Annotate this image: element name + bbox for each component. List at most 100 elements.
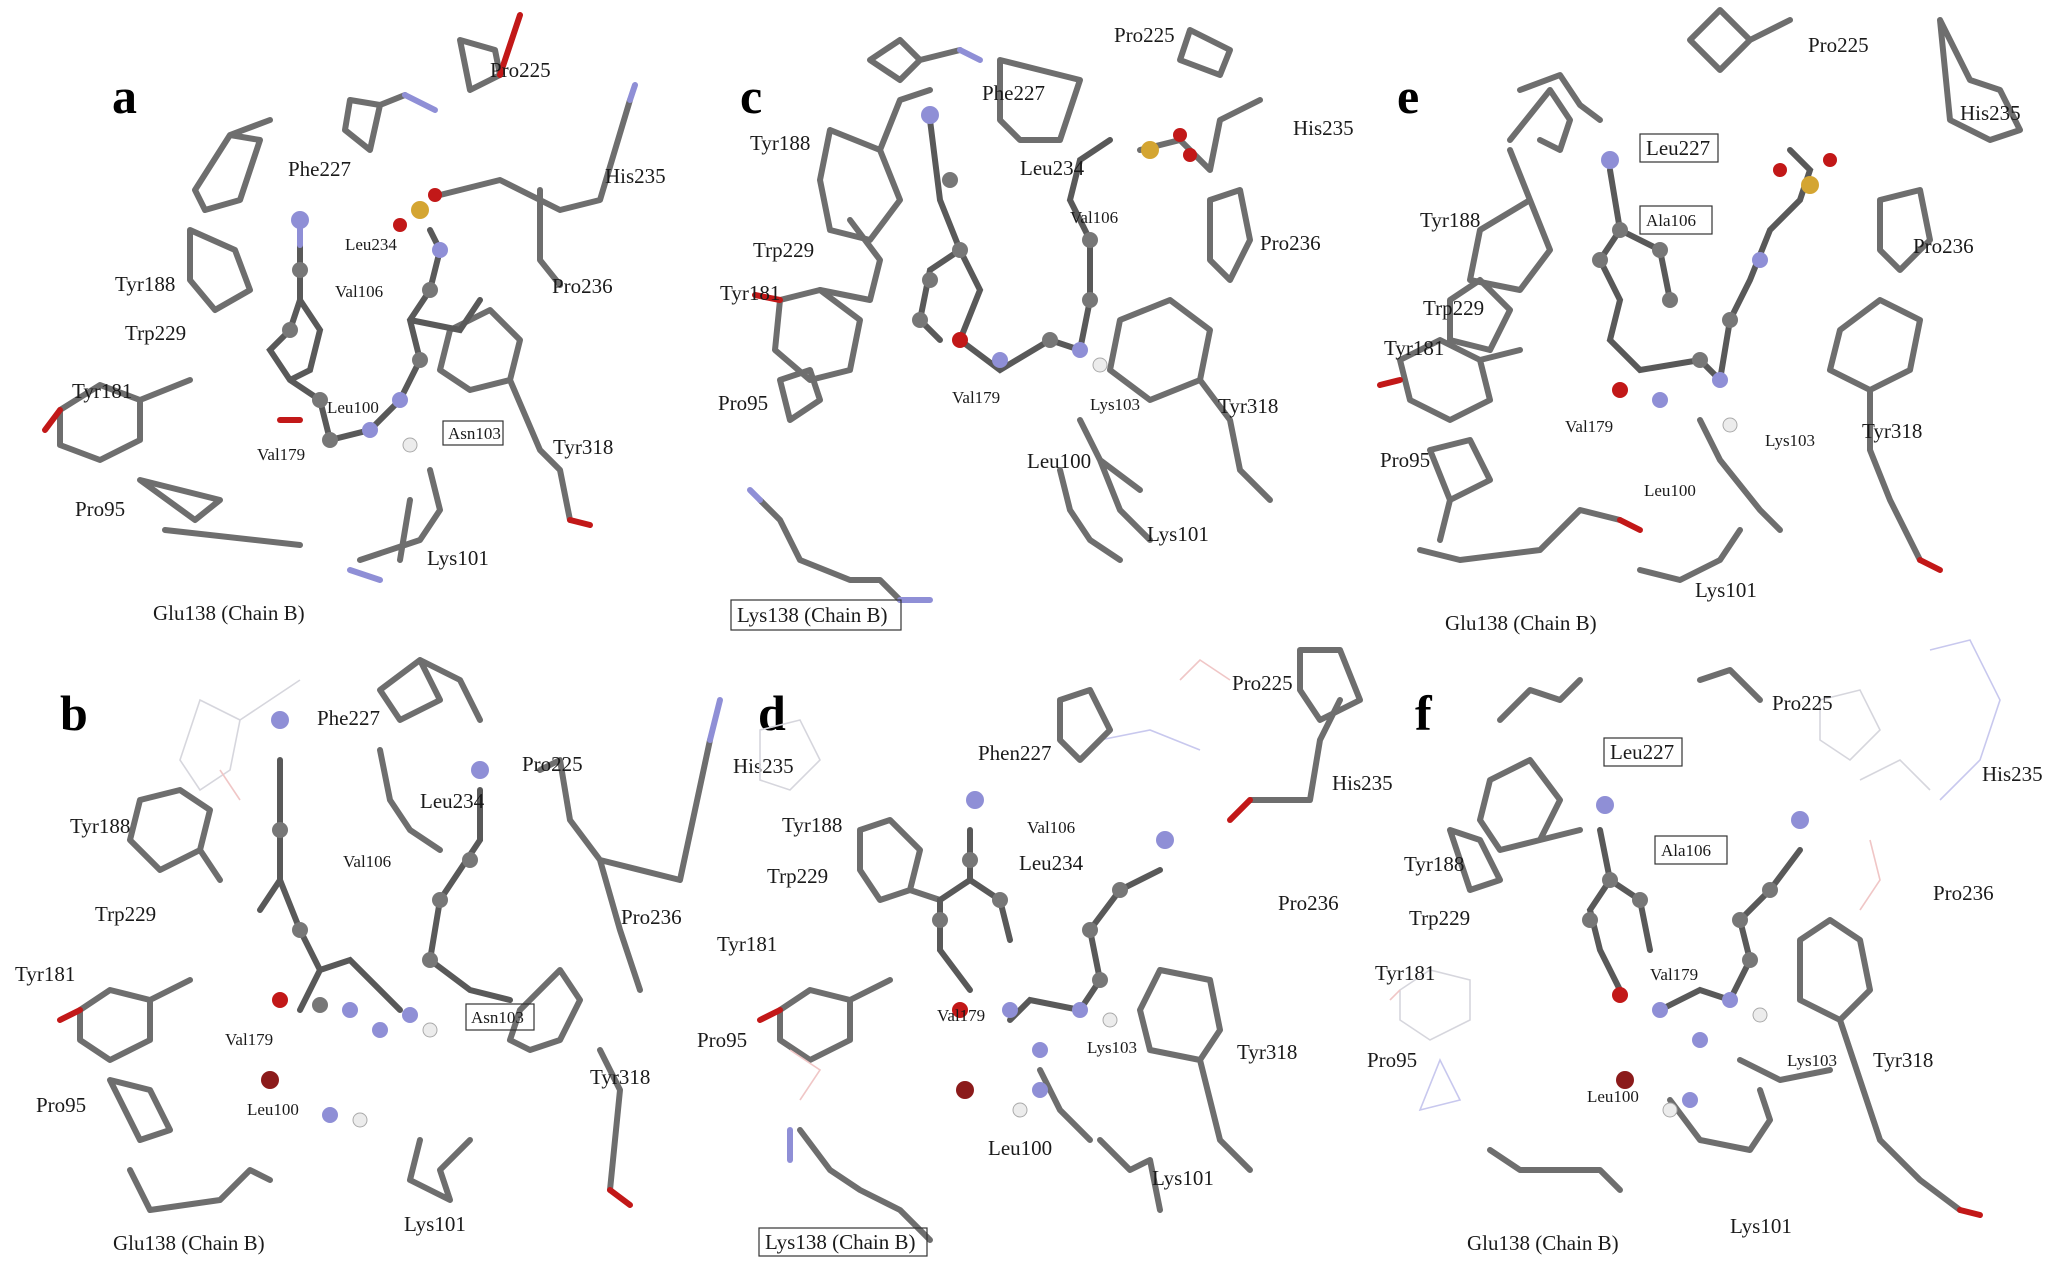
residue-label: Tyr188 — [70, 814, 130, 838]
residue-label: Tyr318 — [1237, 1040, 1297, 1064]
residue-label: Tyr318 — [1873, 1048, 1933, 1072]
residue-label: Tyr181 — [717, 932, 777, 956]
boxed-residue-frame — [1654, 835, 1728, 865]
residue-label: Pro236 — [621, 905, 682, 929]
residue-label: Phe227 — [288, 157, 351, 181]
residue-label: Pro225 — [1114, 23, 1175, 47]
residue-label: Leu100 — [247, 1100, 299, 1119]
residue-label: Tyr318 — [1218, 394, 1278, 418]
panel-c: c Pro225 Phe227 — [718, 23, 1354, 631]
residue-label: Val106 — [1070, 208, 1118, 227]
panel-d: d Pro225 Phen227 — [697, 647, 1393, 1257]
residue-label: Trp229 — [767, 864, 828, 888]
residue-label: His235 — [605, 164, 666, 188]
residue-label: Val106 — [343, 852, 391, 871]
residue-label: Pro225 — [1232, 671, 1293, 695]
panel-letter-d: d — [758, 685, 786, 741]
residue-label: Tyr188 — [1404, 852, 1464, 876]
residue-label: Trp229 — [95, 902, 156, 926]
panel-e: e Pro225 His235 — [1377, 7, 2023, 635]
residue-label: His235 — [733, 754, 794, 778]
residue-label: Val179 — [1650, 965, 1698, 984]
residue-label: Pro225 — [490, 58, 551, 82]
residue-label: Phen227 — [978, 741, 1052, 765]
residue-label: Val106 — [335, 282, 383, 301]
residue-label: Leu234 — [345, 235, 397, 254]
boxed-residue-frame — [1639, 133, 1719, 163]
panel-f: f Pro225 His — [1367, 639, 2043, 1255]
residue-label: His235 — [1293, 116, 1354, 140]
residue-label: Pro236 — [1278, 891, 1339, 915]
residue-label: Val179 — [225, 1030, 273, 1049]
residue-label: Tyr181 — [72, 379, 132, 403]
residue-label: Leu234 — [1020, 156, 1085, 180]
residue-label: Lys103 — [1765, 431, 1815, 450]
boxed-residue-frame — [1639, 205, 1713, 235]
residue-label: Pro95 — [75, 497, 125, 521]
residue-label: His235 — [1982, 762, 2043, 786]
residue-label: Leu100 — [1027, 449, 1091, 473]
residue-label: Tyr181 — [1384, 336, 1444, 360]
residue-label: Lys101 — [1152, 1166, 1214, 1190]
boxed-residue-label: Ala106 — [1661, 841, 1711, 860]
residue-label: Pro225 — [522, 752, 583, 776]
residue-label: Tyr188 — [1420, 208, 1480, 232]
residue-label: Val106 — [1027, 818, 1075, 837]
residue-label: Pro236 — [1913, 234, 1974, 258]
residue-label: Lys101 — [1147, 522, 1209, 546]
residue-label: Val179 — [937, 1006, 985, 1025]
residue-label: Leu100 — [1587, 1087, 1639, 1106]
panel-letter-c: c — [740, 68, 762, 124]
panel-b: b Phe227 Pro225 — [15, 657, 794, 1255]
residue-label: His235 — [1960, 101, 2021, 125]
residue-label: Tyr181 — [15, 962, 75, 986]
panel-letter-f: f — [1415, 685, 1433, 741]
residue-label: Pro95 — [1380, 448, 1430, 472]
boxed-residue-label: Leu227 — [1646, 136, 1710, 160]
residue-label: His235 — [1332, 771, 1393, 795]
residue-label: Pro95 — [36, 1093, 86, 1117]
residue-label: Val179 — [1565, 417, 1613, 436]
residue-label: Tyr181 — [720, 281, 780, 305]
residue-label: Leu100 — [327, 398, 379, 417]
residue-label: Pro236 — [552, 274, 613, 298]
residue-label: Pro95 — [718, 391, 768, 415]
panel-a: a Pro225 — [42, 12, 666, 625]
residue-label: Lys101 — [1695, 578, 1757, 602]
panel-letter-e: e — [1397, 68, 1419, 124]
boxed-residue-frame — [758, 1227, 928, 1257]
residue-label: Tyr188 — [782, 813, 842, 837]
residue-label: Tyr188 — [750, 131, 810, 155]
residue-label: Pro225 — [1772, 691, 1833, 715]
residue-label: Lys101 — [427, 546, 489, 570]
residue-label: Tyr188 — [115, 272, 175, 296]
residue-label: Trp229 — [125, 321, 186, 345]
residue-label: Glu138 (Chain B) — [1445, 611, 1597, 635]
residue-label: Leu234 — [420, 789, 485, 813]
boxed-residue-frame — [442, 420, 504, 446]
residue-label: Lys103 — [1087, 1038, 1137, 1057]
boxed-residue-label: Ala106 — [1646, 211, 1696, 230]
residue-label: Tyr181 — [1375, 961, 1435, 985]
panel-letter-b: b — [60, 685, 88, 741]
residue-label: Lys101 — [404, 1212, 466, 1236]
boxed-residue-label: Asn103 — [471, 1008, 524, 1027]
residue-label: Lys101 — [1730, 1214, 1792, 1238]
residue-label: Lys103 — [1787, 1051, 1837, 1070]
residue-label: Pro225 — [1808, 33, 1869, 57]
residue-label: Pro236 — [1933, 881, 1994, 905]
residue-label: Pro236 — [1260, 231, 1321, 255]
residue-label: Val179 — [257, 445, 305, 464]
boxed-residue-frame — [1603, 737, 1683, 767]
boxed-residue-label: Lys138 (Chain B) — [737, 603, 888, 627]
residue-label: Tyr318 — [1862, 419, 1922, 443]
panel-letter-a: a — [112, 68, 137, 124]
residue-label: Trp229 — [753, 238, 814, 262]
residue-label: Tyr318 — [553, 435, 613, 459]
residue-label: Lys103 — [1090, 395, 1140, 414]
residue-label: Phe227 — [982, 81, 1045, 105]
residue-label: Val179 — [952, 388, 1000, 407]
boxed-residue-label: Asn103 — [448, 424, 501, 443]
residue-label: Phe227 — [317, 706, 380, 730]
